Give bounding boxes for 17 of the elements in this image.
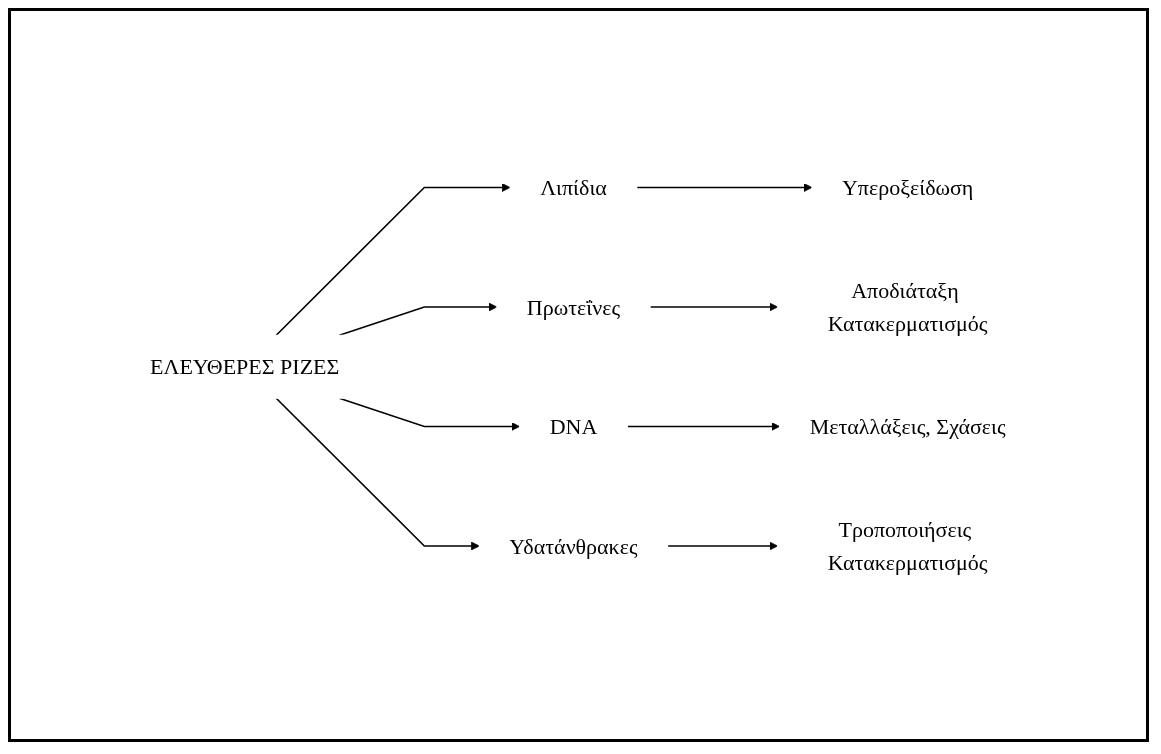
arrow <box>275 397 480 551</box>
arrow <box>275 183 511 337</box>
node-text: Υδατάνθρακες <box>508 533 638 559</box>
node-text: ΕΛΕΥΘΕΡΕΣ ΡΙΖΕΣ <box>149 354 339 380</box>
node-text: Τροποποιήσεις Κατακερματισμός <box>827 517 988 575</box>
node-text: Λιπίδια <box>539 175 607 200</box>
arrow <box>648 302 778 312</box>
arrow <box>338 302 497 337</box>
arrow <box>666 541 778 551</box>
frame-border: ΕΛΕΥΘΕΡΕΣ ΡΙΖΕΣ Λιπίδια Υπεροξείδωση Πρωτεΐνες Αποδιάταξη Κατακερματισμός DNA Μεταλλάξεις, Σχάσεις Υδατάνθρακες Τροποποιήσεις Κατακερματισμός <box>8 8 1149 742</box>
arrow <box>626 422 780 431</box>
node-text: Υπεροξείδωση <box>841 175 974 200</box>
node-text: Αποδιάταξη Κατακερματισμός <box>827 278 988 336</box>
node-text: Μεταλλάξεις, Σχάσεις <box>809 414 1006 439</box>
node-text: Πρωτεΐνες <box>526 294 620 320</box>
node-text: DNA <box>549 414 597 439</box>
arrow <box>635 183 813 192</box>
